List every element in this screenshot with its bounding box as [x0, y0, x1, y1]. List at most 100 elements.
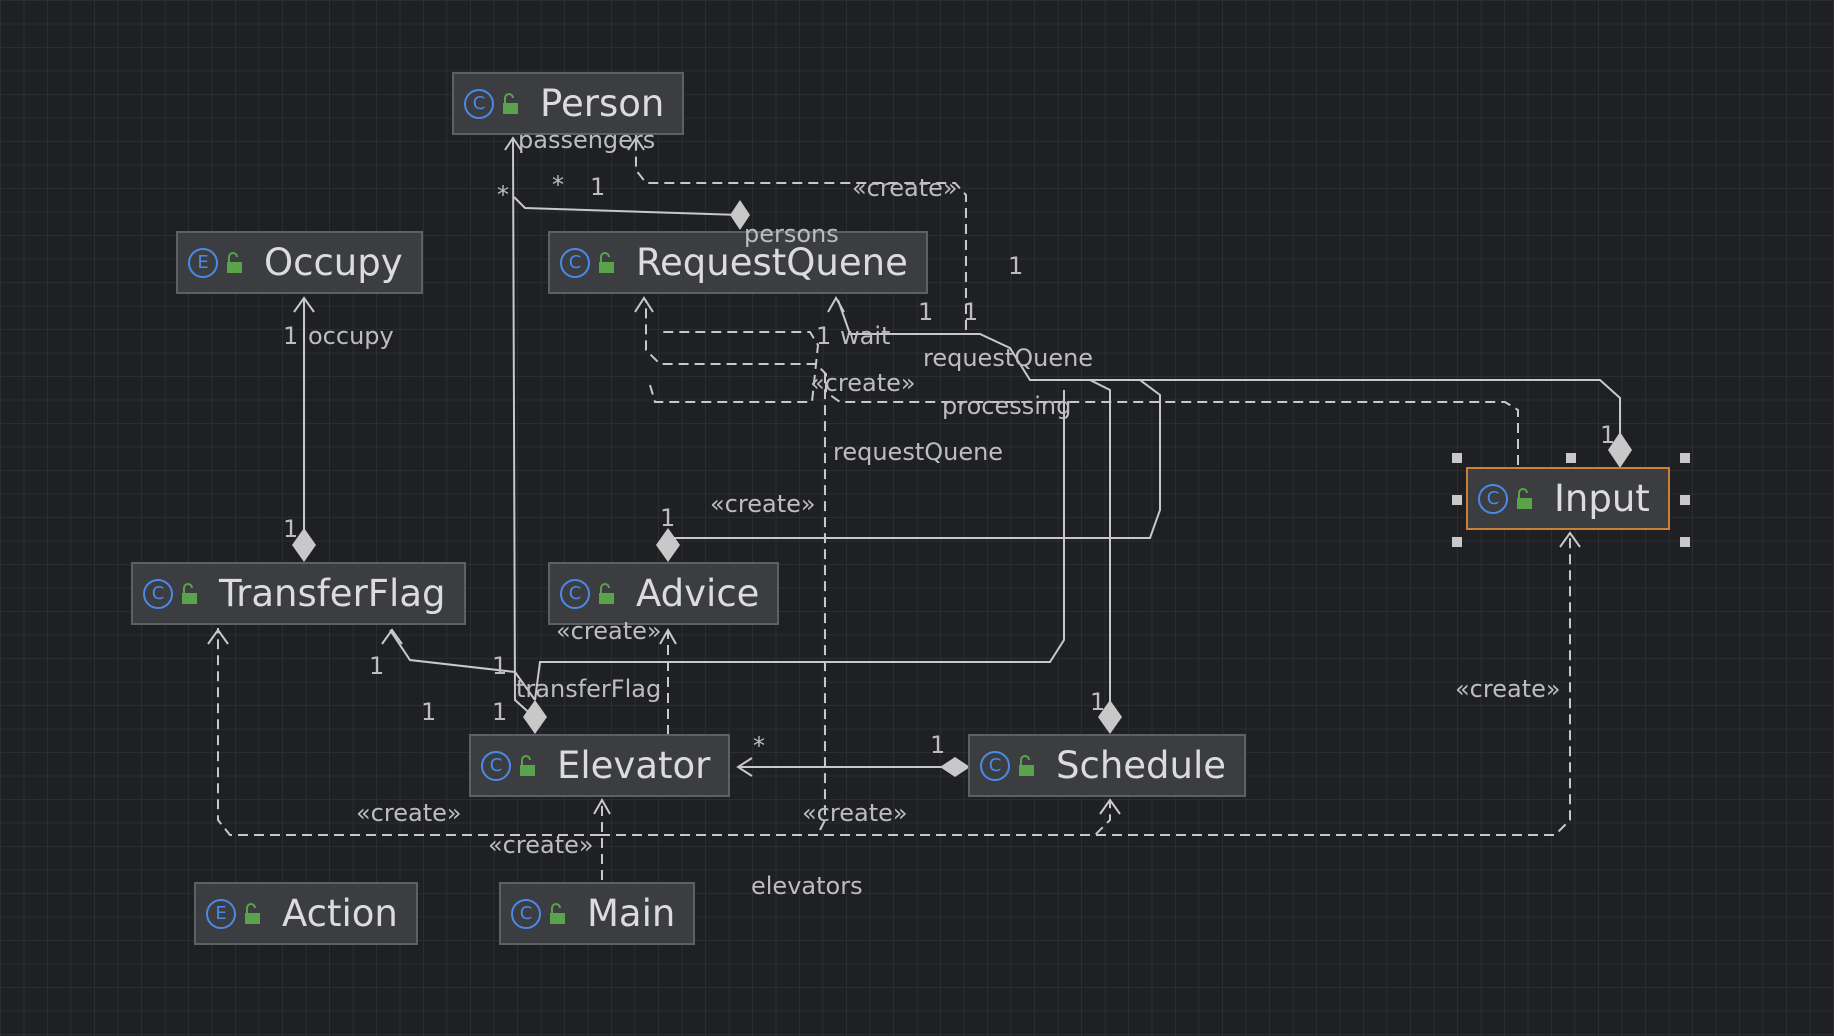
arrow-elevator-left: [736, 757, 753, 777]
edge-label-requestquene: requestQuene: [833, 438, 1004, 466]
public-lock-icon: [520, 754, 535, 776]
enum-action[interactable]: E Action: [194, 882, 418, 945]
multiplicity: *: [497, 181, 509, 209]
edge-label-elevators: elevators: [751, 872, 863, 900]
class-label: Person: [540, 82, 665, 125]
class-input[interactable]: C Input: [1466, 467, 1670, 530]
edge-label-occupy: occupy: [308, 322, 394, 350]
multiplicity: *: [753, 732, 765, 760]
arrow-advice: [659, 627, 677, 645]
multiplicity: 1: [369, 652, 385, 680]
edge-input-rq: [837, 299, 1621, 450]
dep-input-person: [635, 138, 967, 330]
diamond-schedule-top: [1098, 700, 1122, 734]
edge-label-create: «create»: [810, 369, 916, 397]
class-main[interactable]: C Main: [499, 882, 696, 945]
multiplicity: 1: [816, 322, 832, 350]
resize-handle[interactable]: [1566, 453, 1576, 463]
edge-advice-rq: [668, 379, 1161, 539]
resize-handle[interactable]: [1680, 495, 1690, 505]
resize-handle[interactable]: [1452, 537, 1462, 547]
edge-label-passengers: passengers: [518, 126, 656, 154]
diamond-transferflag: [292, 528, 316, 562]
public-lock-icon: [245, 902, 260, 924]
dep-rq-loop: [649, 331, 820, 403]
edge-label-create: «create»: [556, 617, 662, 645]
public-lock-icon: [550, 902, 565, 924]
edge-rq-persons: [513, 196, 741, 216]
multiplicity: 1: [421, 698, 437, 726]
class-label: Occupy: [264, 241, 403, 284]
public-lock-icon: [599, 251, 614, 273]
edge-label-persons: persons: [744, 220, 839, 248]
class-transferflag[interactable]: C TransferFlag: [131, 562, 466, 625]
circle-c-icon: C: [1478, 483, 1508, 514]
arrow-occupy: [293, 296, 315, 313]
circle-c-icon: C: [464, 88, 494, 119]
arrow-schedule: [1099, 798, 1121, 815]
edge-elevator-transferflag: [389, 629, 536, 701]
resize-handle[interactable]: [1680, 453, 1690, 463]
edge-label-wait: wait: [840, 322, 891, 350]
multiplicity: 1: [660, 504, 676, 532]
resize-handle[interactable]: [1452, 453, 1462, 463]
multiplicity: *: [552, 171, 564, 199]
resize-handle[interactable]: [1680, 537, 1690, 547]
public-lock-icon: [182, 582, 197, 604]
multiplicity: 1: [930, 731, 946, 759]
multiplicity: 1: [1008, 252, 1024, 280]
class-label: Elevator: [557, 744, 711, 787]
edge-label-create: «create»: [356, 799, 462, 827]
circle-c-icon: C: [560, 247, 590, 278]
multiplicity: 1: [492, 698, 508, 726]
public-lock-icon: [503, 92, 518, 114]
edge-label-transferflag: transferFlag: [516, 675, 662, 703]
class-label: Main: [587, 892, 676, 935]
diamond-input: [1608, 432, 1632, 468]
edge-label-requestquene: requestQuene: [923, 344, 1094, 372]
circle-c-icon: C: [560, 578, 590, 609]
public-lock-icon: [1517, 487, 1532, 509]
multiplicity: 1: [1600, 421, 1616, 449]
circle-c-icon: C: [511, 898, 541, 929]
class-label: Input: [1554, 477, 1650, 520]
multiplicity: 1: [918, 298, 934, 326]
arrow-person-2: [627, 136, 645, 151]
edge-label-create: «create»: [710, 490, 816, 518]
multiplicity: 1: [590, 173, 606, 201]
diamond-advice: [656, 528, 680, 562]
class-person[interactable]: C Person: [452, 72, 685, 135]
edge-elevator-rq: [534, 390, 1065, 701]
enum-occupy[interactable]: E Occupy: [176, 231, 423, 294]
arrow-transferflag-2: [381, 628, 403, 645]
edge-label-create: «create»: [852, 174, 958, 202]
edge-elevator-passengers: [512, 139, 536, 719]
arrow-transferflag-1: [207, 628, 229, 645]
circle-e-icon: E: [188, 247, 218, 278]
diamond-rq-persons: [730, 200, 750, 230]
dep-main-input: [600, 533, 1571, 836]
class-requestquene[interactable]: C RequestQuene: [548, 231, 928, 294]
dep-main-rq-vertical: [819, 370, 826, 831]
circle-c-icon: C: [481, 750, 511, 781]
arrow-input: [1559, 531, 1581, 548]
multiplicity: 1: [283, 515, 299, 543]
public-lock-icon: [227, 251, 242, 273]
class-label: Action: [282, 892, 398, 935]
class-advice[interactable]: C Advice: [548, 562, 780, 625]
dep-main-transferflag: [217, 628, 600, 836]
class-elevator[interactable]: C Elevator: [469, 734, 731, 797]
multiplicity: 1: [283, 322, 299, 350]
multiplicity: 1: [492, 652, 508, 680]
class-label: Schedule: [1056, 744, 1227, 787]
resize-handle[interactable]: [1452, 495, 1462, 505]
arrow-person-1: [504, 136, 522, 151]
class-schedule[interactable]: C Schedule: [968, 734, 1247, 797]
circle-c-icon: C: [143, 578, 173, 609]
public-lock-icon: [1019, 754, 1034, 776]
class-label: RequestQuene: [636, 241, 908, 284]
arrow-rq-1: [634, 296, 654, 313]
class-label: TransferFlag: [219, 572, 446, 615]
